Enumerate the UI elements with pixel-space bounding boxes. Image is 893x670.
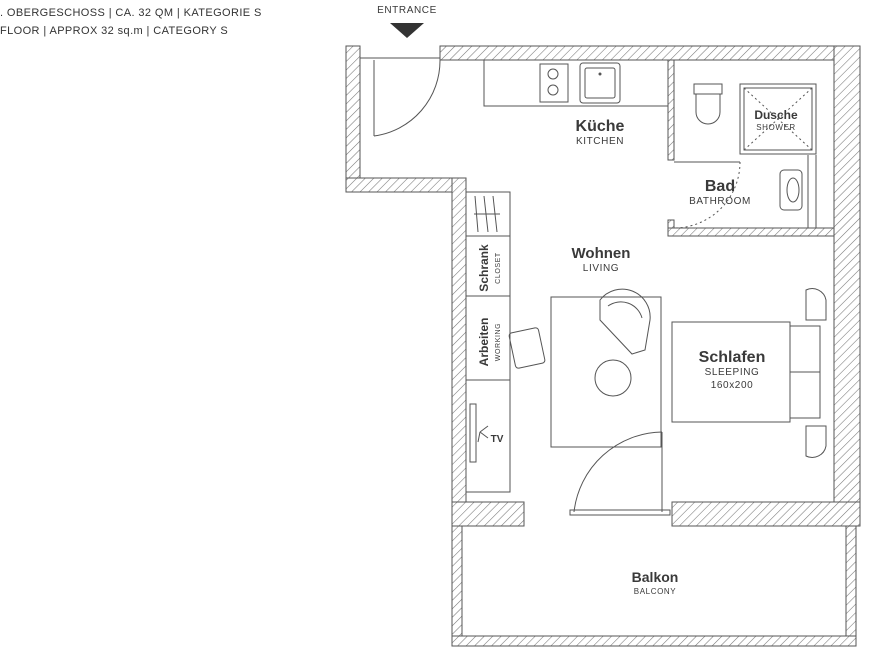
kitchen-name: Küche — [576, 118, 625, 135]
floor-info: . OBERGESCHOSS | CA. 32 QM | KATEGORIE S… — [0, 4, 262, 40]
balcony-sub: BALCONY — [634, 587, 676, 596]
entrance-label: ENTRANCE — [377, 5, 437, 16]
shower-name: Dusche — [754, 108, 798, 122]
living-name: Wohnen — [572, 245, 631, 262]
kitchen-sub: KITCHEN — [576, 136, 624, 147]
bathroom-name: Bad — [705, 178, 735, 195]
entrance-arrow-icon — [390, 23, 424, 38]
sleeping-name: Schlafen — [699, 349, 766, 366]
bed-size: 160x200 — [711, 380, 754, 391]
sleeping-sub: SLEEPING — [705, 367, 760, 378]
walls — [345, 45, 861, 647]
shower-sub: SHOWER — [756, 123, 796, 132]
closet-name: Schrank — [477, 244, 491, 292]
working-name: Arbeiten — [477, 318, 491, 367]
closet-unit — [465, 191, 546, 493]
entrance-door — [360, 57, 441, 137]
living-furniture — [550, 288, 671, 516]
floor-info-german: . OBERGESCHOSS | CA. 32 QM | KATEGORIE S — [0, 7, 262, 19]
working-sub: WORKING — [495, 323, 502, 361]
balcony-name: Balkon — [632, 569, 679, 585]
kitchen-counter — [483, 59, 669, 107]
bathroom-fixtures — [673, 83, 817, 229]
closet-sub: CLOSET — [495, 252, 502, 284]
bathroom-sub: BATHROOM — [689, 196, 751, 207]
bed — [671, 288, 827, 458]
tv-name: TV — [491, 434, 504, 445]
floor-info-english: FLOOR | APPROX 32 sq.m | CATEGORY S — [0, 25, 229, 37]
living-sub: LIVING — [583, 263, 619, 274]
